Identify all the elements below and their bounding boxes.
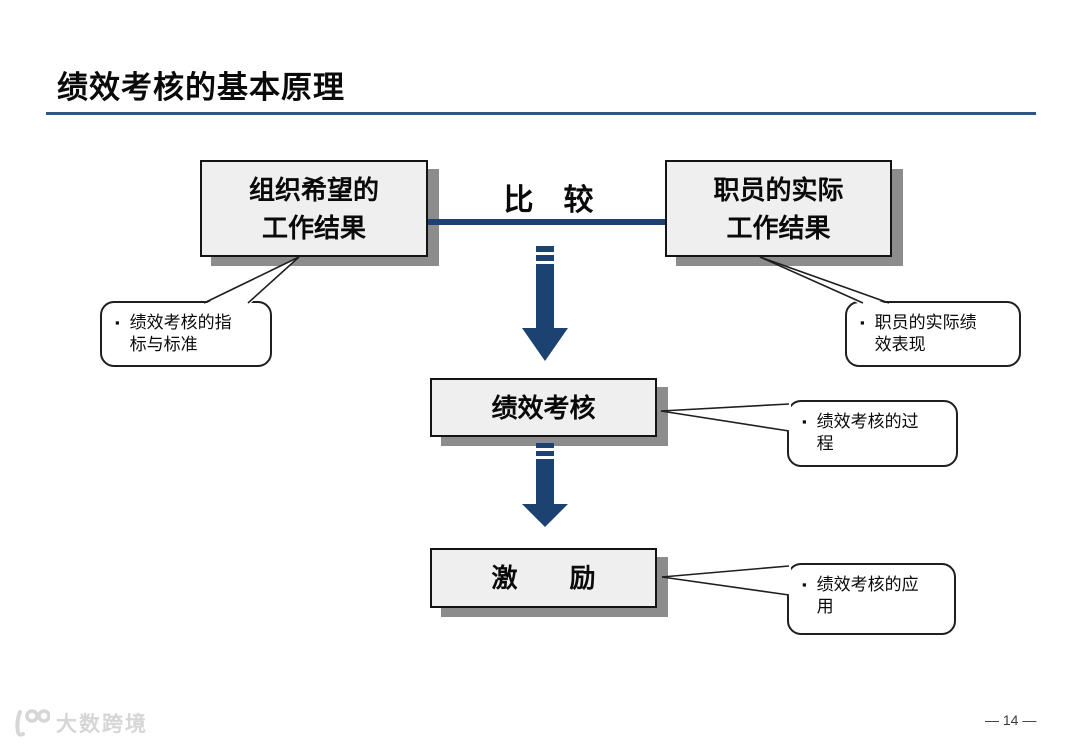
box-expected-line1: 组织希望的 — [248, 174, 379, 205]
down-arrow-2 — [522, 443, 568, 527]
box-motivation-label: 激 励 — [491, 563, 596, 593]
slide-title: 绩效考核的基本原理 — [57, 70, 345, 105]
box-expected-results: 组织希望的 工作结果 — [200, 160, 428, 257]
bullet-icon: ▪ — [860, 315, 865, 330]
compare-connector-line — [428, 219, 665, 225]
box-expected-line2: 工作结果 — [261, 212, 366, 243]
callout-application-line1: 绩效考核的应 — [816, 575, 919, 594]
callout-indicators-standards: ▪ 绩效考核的指 标与标准 — [100, 301, 272, 367]
box-motivation: 激 励 — [430, 548, 657, 608]
callout-appraisal-process: ▪ 绩效考核的过 程 — [787, 400, 958, 467]
box-actual-line1: 职员的实际 — [713, 174, 844, 205]
bullet-icon: ▪ — [115, 315, 120, 330]
callout-process-line2: 程 — [816, 434, 834, 453]
callout-appraisal-application: ▪ 绩效考核的应 用 — [787, 563, 956, 635]
callout-left-line1: 绩效考核的指 — [129, 313, 232, 332]
title-underline — [46, 112, 1036, 115]
box-actual-results: 职员的实际 工作结果 — [665, 160, 892, 257]
box-appraisal: 绩效考核 — [430, 378, 657, 437]
callout-tail-right — [759, 256, 890, 305]
callout-process-line1: 绩效考核的过 — [816, 412, 919, 431]
box-actual-line2: 工作结果 — [726, 212, 831, 243]
callout-right-line2: 效表现 — [874, 335, 926, 354]
bullet-icon: ▪ — [802, 414, 807, 429]
box-appraisal-label: 绩效考核 — [491, 392, 596, 423]
callout-tail-process — [660, 403, 791, 432]
watermark-icon — [15, 709, 50, 737]
callout-right-line1: 职员的实际绩 — [874, 313, 977, 332]
watermark-text: 大数跨境 — [56, 713, 148, 736]
down-arrow-1 — [522, 246, 568, 361]
compare-label: 比 较 — [503, 184, 594, 217]
callout-left-line2: 标与标准 — [129, 335, 198, 354]
callout-tail-application — [661, 565, 791, 596]
callout-actual-performance: ▪ 职员的实际绩 效表现 — [845, 301, 1021, 367]
callout-tail-left — [203, 256, 300, 305]
page-number: — 14 — — [985, 712, 1037, 728]
callout-application-line2: 用 — [816, 597, 834, 616]
watermark-logo: 大数跨境 — [10, 708, 148, 738]
bullet-icon: ▪ — [802, 577, 807, 592]
